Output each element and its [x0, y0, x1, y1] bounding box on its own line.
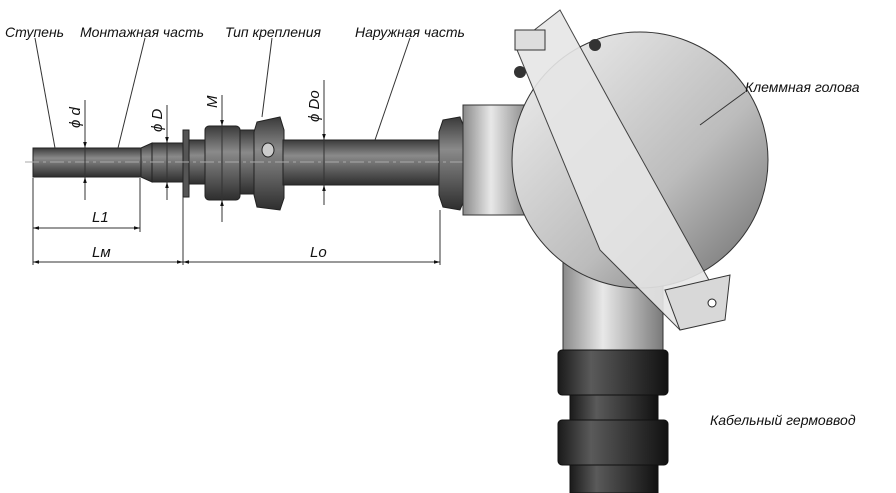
head-nut	[438, 116, 466, 211]
label-mount-type: Тип крепления	[225, 24, 322, 40]
leader-lines	[34, 37, 746, 149]
dim-D: ϕ D	[149, 108, 166, 132]
label-terminal-head: Клеммная голова	[745, 79, 860, 95]
terminal-head	[462, 9, 769, 351]
dim-M: M	[204, 95, 221, 108]
cable-gland	[557, 349, 669, 493]
label-step: Ступень	[5, 24, 64, 40]
dimension-lines	[32, 80, 441, 265]
dim-L1: L1	[92, 209, 109, 226]
label-cable-gland: Кабельный гермоввод	[710, 412, 856, 428]
label-outer-part: Наружная часть	[355, 24, 465, 40]
flange	[182, 129, 190, 198]
fitting	[188, 116, 285, 211]
dim-Lo: Lo	[310, 244, 327, 261]
dim-Do: ϕ Do	[306, 90, 323, 122]
label-mounting-part: Монтажная часть	[80, 24, 204, 40]
dim-d: ϕ d	[67, 106, 84, 128]
dim-Lm: Lм	[92, 244, 111, 261]
